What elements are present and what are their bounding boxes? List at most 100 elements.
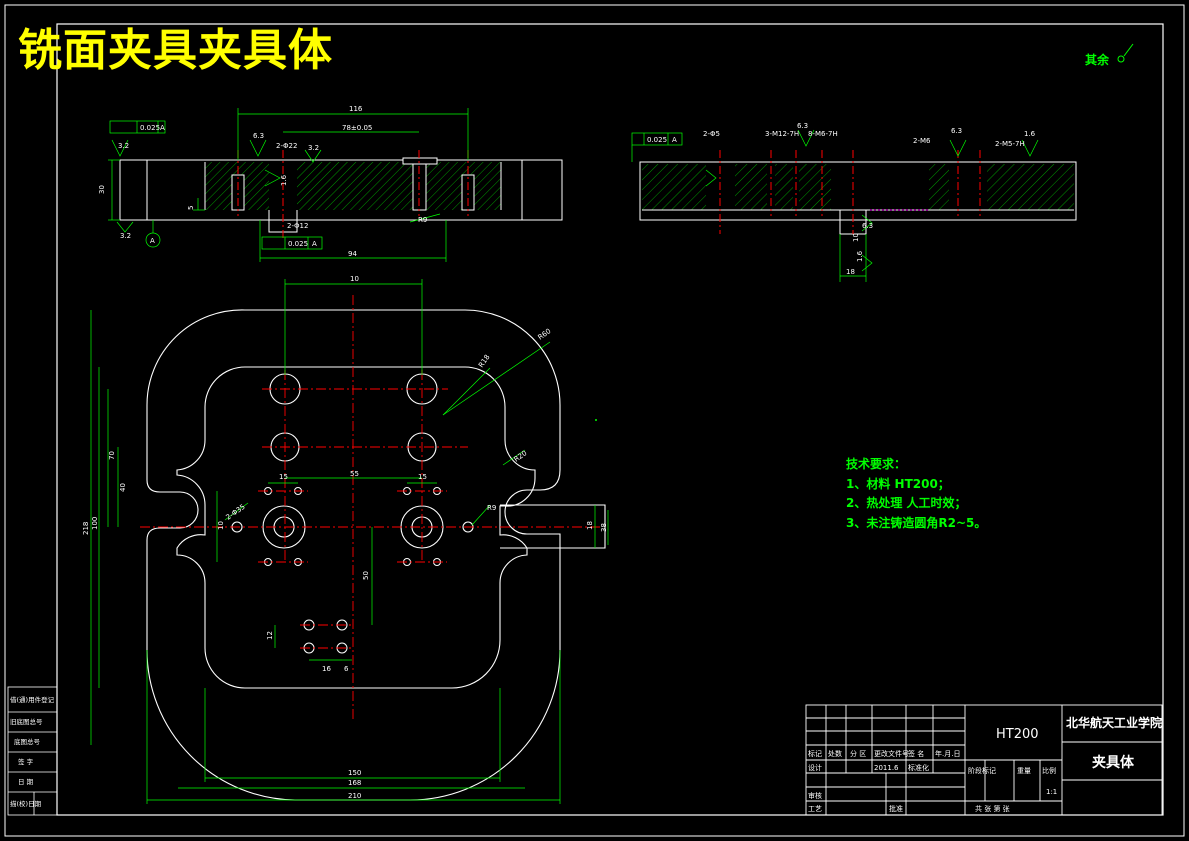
roughness-note: 其余 (1085, 53, 1110, 67)
tech-requirements: 技术要求： 1、材料 HT200； 2、热处理 人工时效； 3、未注铸造圆角R2… (846, 455, 986, 533)
dim-150: 150 (348, 769, 361, 777)
stamp-3: 底图总号 (14, 737, 41, 746)
dim-12: 12 (266, 631, 274, 640)
tb-label-design: 设计 (808, 763, 822, 772)
tb-label-doc: 更改文件号 (874, 749, 909, 758)
datum-a-symbol: A (150, 237, 155, 245)
plan-inner-contour (176, 366, 536, 689)
hole-22: 2-Φ22 (276, 142, 297, 150)
dim-50: 50 (362, 571, 370, 580)
dim-94: 94 (348, 250, 357, 258)
tb-label-review: 审核 (808, 791, 822, 800)
left-stamp (7, 686, 58, 816)
radius-20: R20 (513, 449, 529, 463)
tb-label-sheets: 共 张 第 张 (975, 804, 1010, 813)
stamp-1: 借(通)用件登记 (10, 695, 55, 704)
hole-12: 2-Φ12 (287, 222, 308, 230)
tb-scale: 1:1 (1046, 788, 1057, 796)
dim-16: 16 (322, 665, 331, 673)
dim-40: 40 (119, 483, 127, 492)
dim-218: 218 (82, 522, 90, 535)
dim-210: 210 (348, 792, 361, 800)
plan-centerlines (140, 295, 600, 720)
title-block-text: HT200 北华航天工业学院 夹具体 标记 处数 分 区 更改文件号 签 名 年… (808, 715, 1162, 813)
hole-35: 2-Φ35 (225, 503, 247, 522)
section-view-left: 116 78±0.05 94 30 5 0.025 A 0.025 A A 3.… (98, 105, 563, 262)
tb-label-std: 标准化 (908, 763, 929, 772)
dim-168: 168 (348, 779, 361, 787)
dim-30: 30 (98, 185, 106, 194)
stray-dot (595, 419, 597, 421)
rough-32-b: 3.2 (120, 232, 131, 240)
tol-par: 0.025 (140, 124, 160, 132)
rough-r-63: 6.3 (797, 122, 808, 130)
tech-item-2: 2、热处理 人工时效； (846, 496, 967, 510)
hole-r-3: 8-M6-7H (808, 130, 838, 138)
tol-flat: 0.025 (647, 136, 667, 144)
tb-label-mark: 标记 (808, 749, 822, 758)
section-view-right: 0.025 A 2-Φ5 3-M12-7H 8-M6-7H 2-M6 2-M5-… (631, 122, 1077, 282)
tb-design-date: 2011.6 (874, 764, 899, 772)
dim-70: 70 (108, 451, 116, 460)
tb-material: HT200 (996, 727, 1039, 742)
dim-15a: 15 (279, 473, 288, 481)
plan-dim-text: 10 55 15 15 50 12 16 6 40 70 100 218 10 … (82, 275, 608, 800)
hole-r-5: 2-M5-7H (995, 140, 1025, 148)
tech-heading: 技术要求： (846, 457, 907, 471)
rough-r-63b: 6.3 (951, 127, 962, 135)
tb-label-ratio: 比例 (1042, 766, 1056, 775)
left-stamp-text: 借(通)用件登记 旧底图总号 底图总号 签 字 日 期 描(校)日期 (10, 695, 55, 808)
dim-55: 55 (350, 470, 359, 478)
dim-116: 116 (349, 105, 363, 113)
tb-label-process: 工艺 (808, 805, 822, 813)
radius-60: R60 (537, 327, 553, 341)
dim-38: 10 (217, 521, 225, 530)
hole-r-4: 2-M6 (913, 137, 931, 145)
plan-outer-contour (146, 309, 561, 801)
tb-label-sign: 签 名 (908, 749, 924, 758)
rough-32-c: 3.2 (308, 144, 319, 152)
tol-perp-datum: A (312, 240, 317, 248)
tech-item-3: 3、未注铸造圆角R2~5。 (846, 515, 987, 530)
dim-r-10: 10 (852, 233, 860, 242)
tol-flat-datum: A (672, 136, 677, 144)
tb-label-count: 处数 (828, 749, 842, 758)
dim-15b: 15 (418, 473, 427, 481)
dim-38r: 38 (600, 523, 608, 532)
dim-6: 6 (344, 665, 349, 673)
tb-label-weight: 重量 (1017, 767, 1031, 775)
dim-10: 10 (350, 275, 359, 283)
rough-r-16: 1.6 (1024, 130, 1036, 138)
radius-9: R9 (487, 504, 496, 512)
dim-78: 78±0.05 (342, 124, 372, 132)
tb-label-stage: 阶段标记 (968, 766, 996, 775)
dim-18: 18 (586, 521, 594, 530)
stamp-4: 签 字 (18, 757, 34, 766)
inner-frame (56, 23, 1164, 816)
dim-100: 100 (91, 517, 99, 530)
tol-par-datum: A (160, 124, 165, 132)
drawing-title: 铣面夹具夹具体 (18, 25, 333, 76)
rough-r-16b: 1.6 (856, 250, 864, 262)
dim-r-18: 18 (846, 268, 855, 276)
title-block (805, 704, 1163, 816)
dim-5: 5 (187, 206, 195, 210)
tb-label-date: 年.月.日 (935, 749, 960, 758)
rough-63: 6.3 (253, 132, 264, 140)
stamp-5: 日 期 (18, 778, 34, 786)
tol-perp: 0.025 (288, 240, 308, 248)
stamp-6: 描(校)日期 (10, 799, 42, 808)
plan-dimensions (90, 279, 609, 804)
hole-r-2: 3-M12-7H (765, 130, 799, 138)
tb-part: 夹具体 (1092, 754, 1135, 771)
outer-frame (4, 4, 1185, 837)
rough-r-63c: 6.3 (862, 222, 873, 230)
stamp-2: 旧底图总号 (10, 717, 43, 726)
tb-label-approve: 批准 (889, 804, 903, 813)
rough-symbol-icon (1117, 43, 1134, 63)
plan-view (146, 309, 606, 801)
rough-32-a: 3.2 (118, 142, 129, 150)
r-9: R9 (418, 216, 427, 224)
hole-r-1: 2-Φ5 (703, 130, 720, 138)
